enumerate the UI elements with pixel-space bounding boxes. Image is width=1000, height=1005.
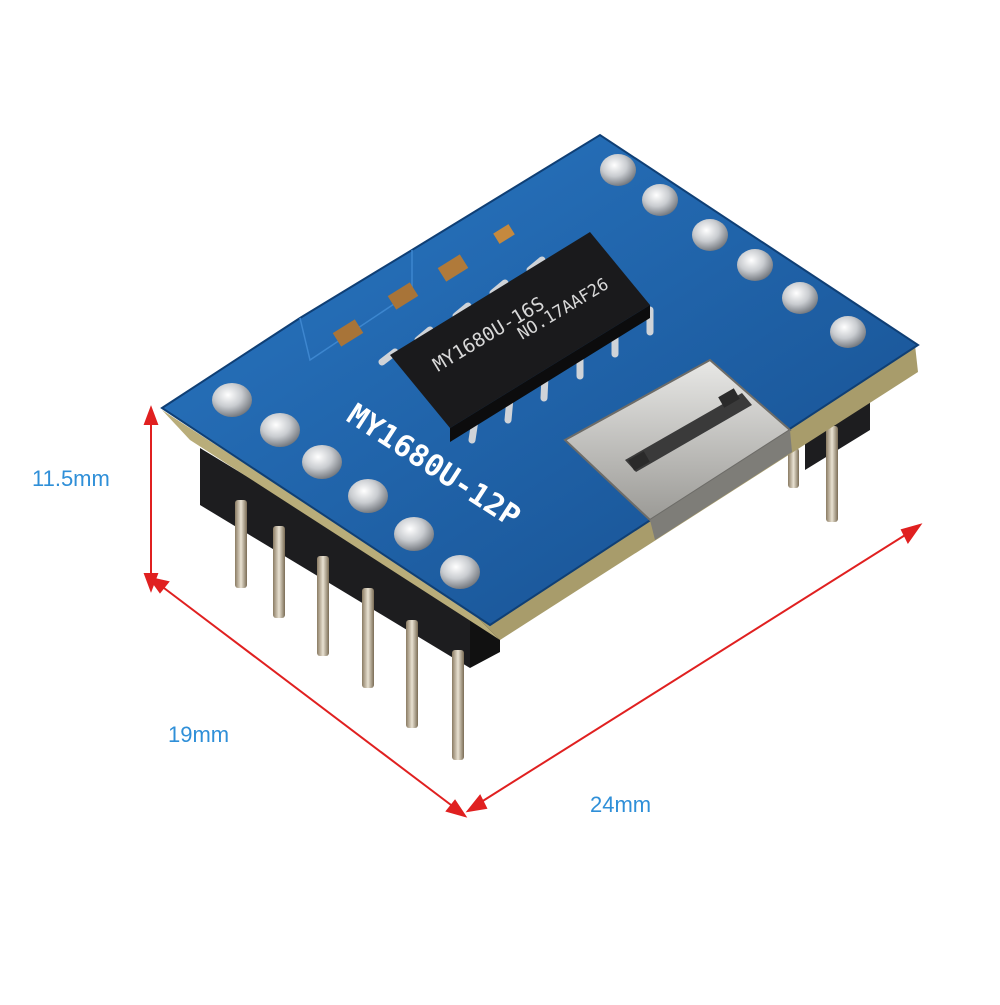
- micro-usb-port: [563, 358, 792, 540]
- depth-dimension-label: 19mm: [168, 722, 230, 747]
- depth-dimension: [147, 576, 468, 818]
- width-dimension-label: 24mm: [590, 792, 652, 817]
- dimension-lines: [143, 405, 923, 818]
- ic-chip: MY1680U-16S NO.17AAF26: [378, 232, 654, 444]
- height-dimension: [143, 405, 159, 593]
- width-dimension: [465, 523, 923, 813]
- front-solder-joints: [212, 383, 480, 589]
- smd-components: [332, 224, 515, 347]
- back-solder-joints: [600, 154, 866, 348]
- height-dimension-label: 11.5mm: [32, 466, 110, 491]
